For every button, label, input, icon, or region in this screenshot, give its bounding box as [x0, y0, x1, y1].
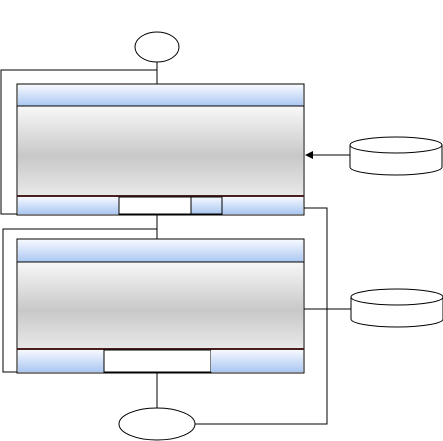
connector-block1-to-end-right [195, 207, 328, 425]
block1-body-panel [18, 107, 303, 196]
output-store-top [350, 288, 443, 306]
input-data-store [349, 136, 443, 176]
block2-body-panel [18, 263, 303, 349]
block2-footer-cell-2 [103, 349, 212, 373]
block1-header-bar [18, 85, 303, 106]
block1-footer-cell-4 [222, 197, 303, 214]
output-data-store [350, 288, 443, 328]
block2-header-bar [18, 240, 303, 262]
block2-footer-cell-1 [18, 350, 104, 372]
input-store-top [349, 136, 443, 154]
connector-block2-left-loop [2, 228, 157, 373]
block1-footer-cell-1 [18, 197, 119, 214]
input-store-body [349, 145, 443, 176]
start-ellipse [134, 31, 180, 63]
connector-block1-left-loop [0, 69, 157, 215]
output-store-body [350, 297, 443, 328]
connectors [0, 62, 351, 425]
end-ellipse [118, 407, 196, 441]
block2-footer-cell-3 [211, 350, 303, 372]
process-block-2 [16, 238, 305, 374]
block1-footer-cell-2 [118, 196, 192, 215]
block1-footer-cell-3 [190, 196, 223, 215]
process-block-1 [16, 83, 305, 216]
